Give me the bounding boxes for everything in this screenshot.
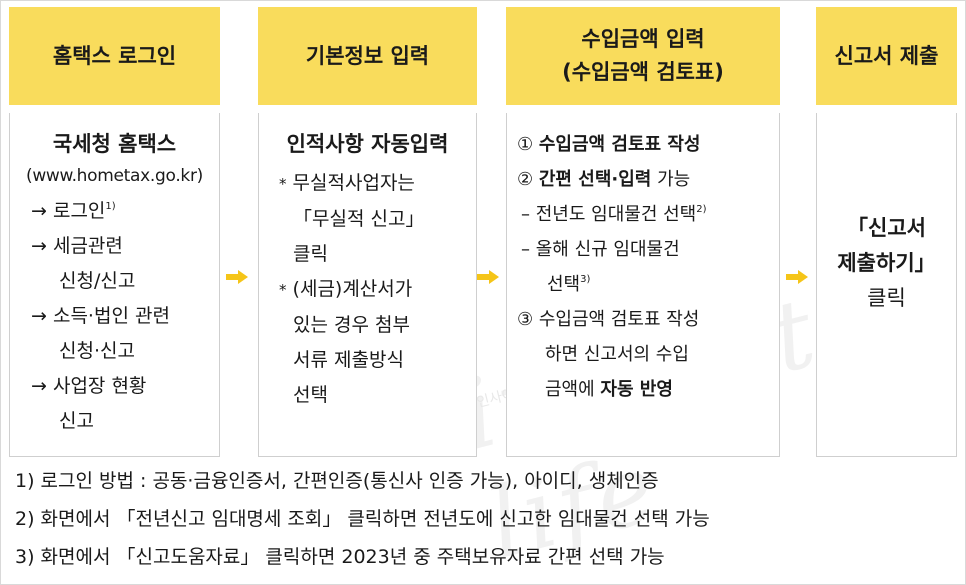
- note-2-line-2: 있는 경우 첨부: [293, 314, 410, 336]
- tax-application-label-2: 신청/신고: [59, 270, 136, 292]
- login-item: → 로그인1): [31, 194, 219, 229]
- step-1-body: 국세청 홈택스 (www.hometax.go.kr) → 로그인1) → 세금…: [9, 113, 220, 457]
- item-3-line-3: 금액에 자동 반영: [517, 372, 779, 407]
- circled-three: ③: [517, 309, 534, 330]
- new-property-line-2: 선택: [547, 274, 581, 295]
- step-3-item-2: ② 간편 선택·입력 가능: [517, 162, 779, 197]
- step-3-header: 수입금액 입력 (수입금액 검토표): [506, 7, 780, 105]
- step-3: 수입금액 입력 (수입금액 검토표) ① 수입금액 검토표 작성 ② 간편 선택…: [506, 7, 780, 457]
- income-corporate-label-2: 신청·신고: [59, 340, 135, 362]
- business-status-label-2: 신고: [59, 410, 94, 432]
- step-3-title-line-1: 수입금액 입력: [581, 27, 705, 51]
- footnote-ref-1: 1): [105, 201, 116, 212]
- flow-arrow-icon: [226, 270, 248, 284]
- step-1-title: 홈택스 로그인: [52, 43, 177, 68]
- asterisk-icon: *: [279, 281, 287, 299]
- right-arrow-icon: →: [31, 375, 47, 397]
- step-3-item-3: ③ 수입금액 검토표 작성: [517, 302, 779, 337]
- step-2: 기본정보 입력 인적사항 자동입력 * 무실적사업자는 「무실적 신고」 클릭 …: [258, 7, 477, 457]
- prev-year-property: 전년도 임대물건 선택: [535, 204, 697, 225]
- note-1: * 무실적사업자는: [279, 166, 476, 202]
- submit-line-3: 클릭: [867, 286, 906, 310]
- step-2-title: 기본정보 입력: [305, 43, 430, 68]
- note-2-line-4: 선택: [293, 384, 328, 406]
- step-1: 홈택스 로그인 국세청 홈택스 (www.hometax.go.kr) → 로그…: [9, 7, 220, 457]
- item-3-line-2: 하면 신고서의 수입: [545, 344, 689, 365]
- simple-select-input: 간편 선택·입력: [538, 169, 652, 190]
- footnote-1: 1) 로그인 방법 : 공동·금융인증서, 간편인증(통신사 인증 가능), 아…: [15, 470, 659, 492]
- submit-line-2: 제출하기」: [837, 251, 936, 275]
- business-status-item: → 사업장 현황: [31, 369, 219, 404]
- right-arrow-icon: →: [31, 305, 47, 327]
- flow-arrow-icon: [786, 270, 808, 284]
- footnote-ref-3: 3): [580, 274, 591, 285]
- right-arrow-icon: →: [31, 235, 47, 257]
- income-corporate-item: → 소득·법인 관련: [31, 299, 219, 334]
- step-3-title-line-2: (수입금액 검토표): [562, 60, 724, 84]
- tax-application-item: → 세금관련: [31, 229, 219, 264]
- note-2-line-1: (세금)계산서가: [292, 278, 413, 300]
- step-3-sub-2: – 올해 신규 임대물건: [517, 232, 779, 267]
- note-1-line-1: 무실적사업자는: [292, 172, 415, 194]
- review-sheet-write: 수입금액 검토표 작성: [538, 134, 701, 155]
- step-3-body: ① 수입금액 검토표 작성 ② 간편 선택·입력 가능 – 전년도 임대물건 선…: [506, 113, 780, 457]
- step-2-header: 기본정보 입력: [258, 7, 477, 105]
- step-4-body: 「신고서 제출하기」 클릭: [816, 113, 957, 457]
- income-corporate-label-1: 소득·법인 관련: [52, 305, 170, 327]
- item-3-line-3-pre: 금액에: [545, 379, 601, 400]
- auto-input-heading: 인적사항 자동입력: [286, 132, 449, 156]
- dash-icon: –: [521, 204, 530, 225]
- step-3-item-1: ① 수입금액 검토표 작성: [517, 127, 779, 162]
- note-2: * (세금)계산서가: [279, 272, 476, 308]
- step-4-header: 신고서 제출: [816, 7, 957, 105]
- step-4: 신고서 제출 「신고서 제출하기」 클릭: [816, 7, 957, 457]
- dash-icon: –: [521, 239, 530, 260]
- new-property-line-1: 올해 신규 임대물건: [535, 239, 680, 260]
- note-2-line-3: 서류 제출방식: [293, 349, 404, 371]
- right-arrow-icon: →: [31, 200, 47, 222]
- note-1-line-3: 클릭: [293, 243, 328, 265]
- business-status-label-1: 사업장 현황: [52, 375, 147, 397]
- footnote-2: 2) 화면에서 「전년신고 임대명세 조회」 클릭하면 전년도에 신고한 임대물…: [15, 508, 710, 530]
- footnote-ref-2: 2): [696, 204, 707, 215]
- item-2-suffix: 가능: [651, 169, 691, 190]
- hometax-url: (www.hometax.go.kr): [26, 166, 203, 186]
- footnote-3: 3) 화면에서 「신고도움자료」 클릭하면 2023년 중 주택보유자료 간편 …: [15, 546, 665, 568]
- step-2-body: 인적사항 자동입력 * 무실적사업자는 「무실적 신고」 클릭 * (세금)계산…: [258, 113, 477, 457]
- note-1-line-2: 「무실적 신고」: [293, 208, 425, 230]
- asterisk-icon: *: [279, 175, 287, 193]
- login-label: 로그인: [52, 200, 106, 222]
- flow-arrow-icon: [477, 270, 499, 284]
- circled-two: ②: [517, 169, 534, 190]
- new-property-line-2-wrap: 선택3): [517, 267, 779, 302]
- item-3-line-1: 수입금액 검토표 작성: [538, 309, 700, 330]
- step-4-title: 신고서 제출: [834, 43, 939, 68]
- auto-reflect: 자동 반영: [600, 379, 673, 400]
- step-3-sub-1: – 전년도 임대물건 선택2): [517, 197, 779, 232]
- tax-application-label-1: 세금관련: [52, 235, 123, 257]
- submit-line-1: 「신고서: [847, 216, 926, 240]
- step-1-header: 홈택스 로그인: [9, 7, 220, 105]
- footnotes: 1) 로그인 방법 : 공동·금융인증서, 간편인증(통신사 인증 가능), 아…: [15, 462, 710, 576]
- hometax-heading: 국세청 홈택스: [52, 132, 177, 156]
- circled-one: ①: [517, 134, 534, 155]
